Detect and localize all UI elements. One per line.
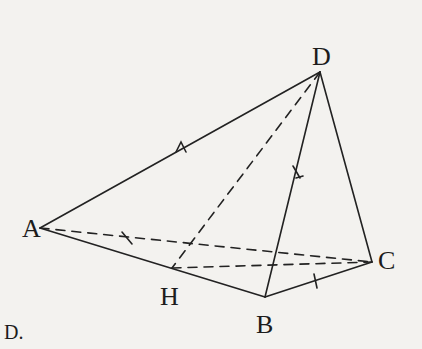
vertex-label: B [256, 312, 273, 338]
vertex-label: D. [4, 322, 23, 342]
tick-mark [293, 166, 303, 178]
tick-mark [122, 232, 132, 244]
tick-mark [176, 142, 186, 152]
edge-ab [40, 228, 265, 297]
vertex-label: A [22, 216, 41, 242]
edge-bc [265, 262, 372, 297]
tick-mark [314, 274, 317, 288]
edge-dc [320, 72, 372, 262]
vertex-label: C [378, 248, 395, 274]
vertex-label: D [312, 44, 331, 70]
edge-ad [40, 72, 320, 228]
vertex-label: H [160, 284, 179, 310]
segment-hc-hidden [172, 262, 372, 268]
edge-db [265, 72, 320, 297]
edge-ac-hidden [40, 228, 372, 262]
segment-dh-hidden [172, 72, 320, 268]
